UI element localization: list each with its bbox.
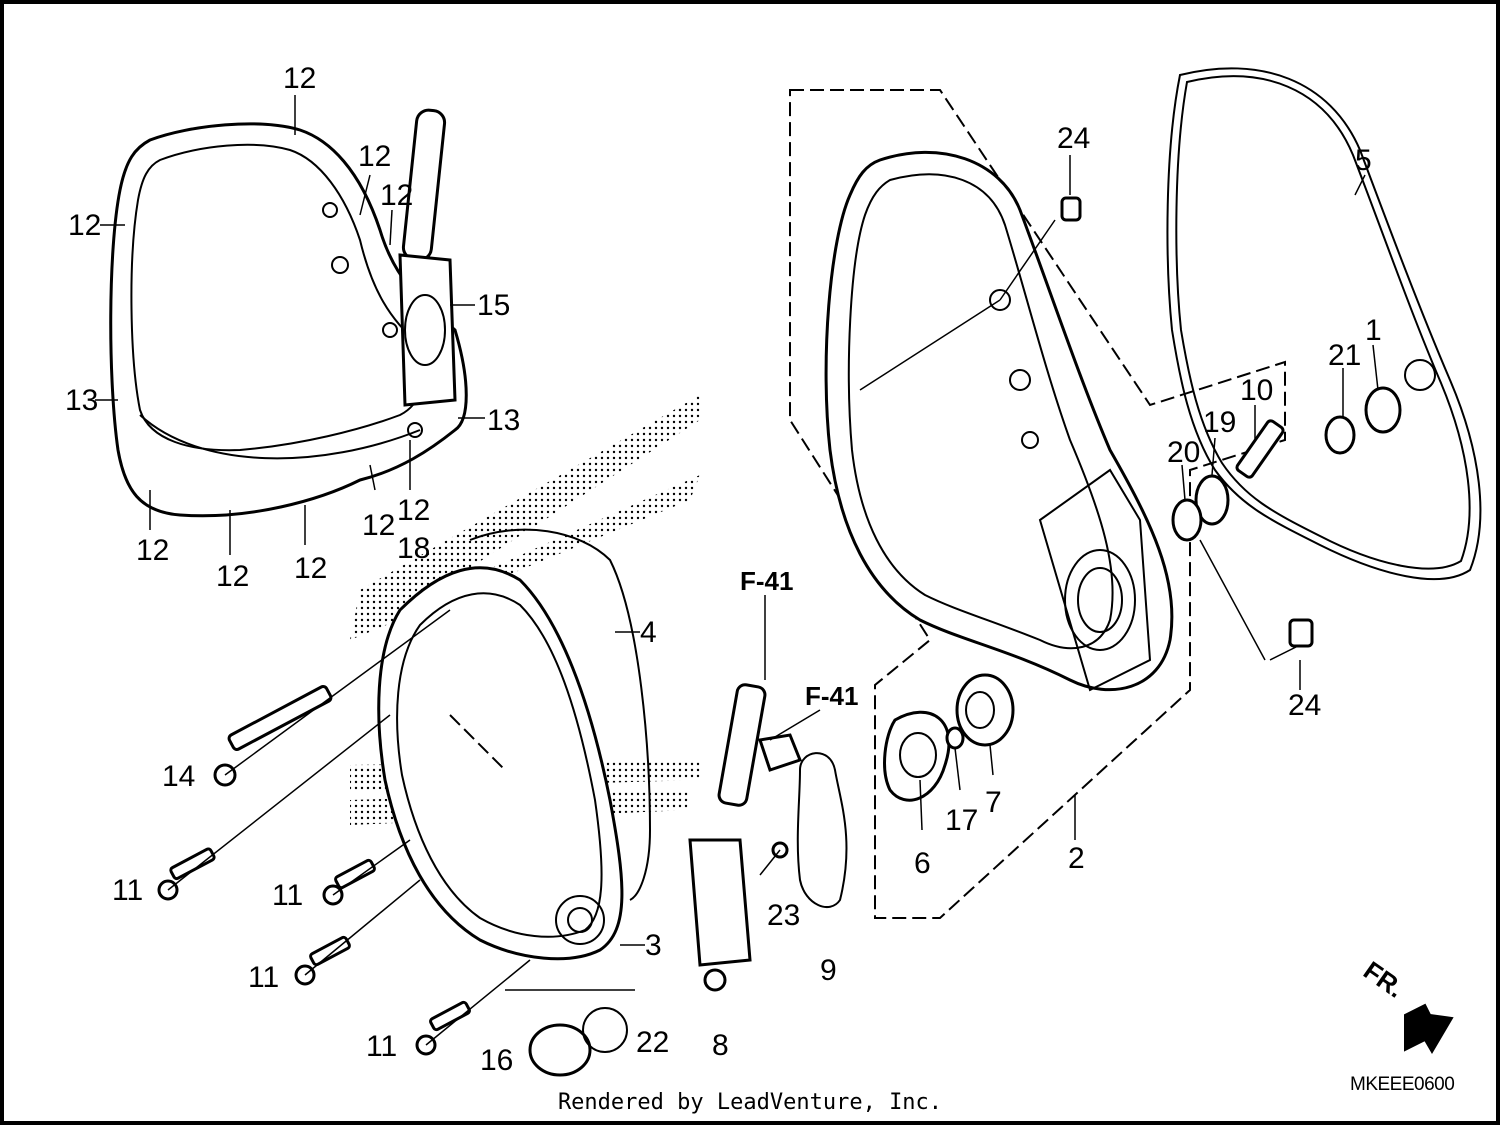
reference-label-f41-right[interactable]: F-41 [805,681,858,711]
callout-12[interactable]: 12 [380,179,413,212]
water-pipe-assembly [688,595,848,992]
callout-12[interactable]: 12 [397,494,430,527]
callout-17[interactable]: 17 [945,804,978,837]
callout-24[interactable]: 24 [1288,689,1321,722]
callout-13[interactable]: 13 [65,384,98,417]
callout-7[interactable]: 7 [985,786,1002,819]
callout-11[interactable]: 11 [366,1030,397,1063]
callout-12[interactable]: 12 [283,62,316,95]
front-direction-label: FR. [1358,955,1410,1004]
callout-11[interactable]: 11 [112,874,143,907]
callout-20[interactable]: 20 [1167,436,1200,469]
callout-22[interactable]: 22 [636,1026,669,1059]
callout-13[interactable]: 13 [487,404,520,437]
callout-15[interactable]: 15 [477,289,510,322]
callout-12[interactable]: 12 [358,140,391,173]
callout-8[interactable]: 8 [712,1029,729,1062]
callout-18[interactable]: 18 [397,532,430,565]
callout-12[interactable]: 12 [294,552,327,585]
callout-14[interactable]: 14 [162,760,195,793]
callout-12[interactable]: 12 [68,209,101,242]
callout-12[interactable]: 12 [136,534,169,567]
front-direction-arrow [1404,1003,1454,1054]
leaders-top-left [95,95,485,555]
callout-11[interactable]: 11 [272,879,303,912]
reference-label-f41-top[interactable]: F-41 [740,566,793,596]
callout-1[interactable]: 1 [1365,314,1382,347]
callout-9[interactable]: 9 [820,954,837,987]
callout-19[interactable]: 19 [1203,406,1236,439]
callout-labels: 12 12 12 12 12 12 12 12 12 13 13 15 18 4… [65,62,1382,1077]
callout-5[interactable]: 5 [1355,144,1372,177]
callout-21[interactable]: 21 [1328,339,1361,372]
diagram-code: MKEEE0600 [1350,1074,1455,1095]
callout-4[interactable]: 4 [640,616,657,649]
right-crankcase-cover-top [109,108,468,518]
callout-6[interactable]: 6 [914,847,931,880]
callout-16[interactable]: 16 [480,1044,513,1077]
callout-12[interactable]: 12 [362,509,395,542]
callout-10[interactable]: 10 [1240,374,1273,407]
callout-2[interactable]: 2 [1068,842,1085,875]
callout-3[interactable]: 3 [645,929,662,962]
right-cover-assembly [789,67,1482,919]
render-credit: Rendered by LeadVenture, Inc. [557,1090,943,1115]
callout-23[interactable]: 23 [767,899,800,932]
callout-24[interactable]: 24 [1057,122,1090,155]
clutch-cover-assembly [157,395,700,1077]
callout-11[interactable]: 11 [248,961,279,994]
callout-12[interactable]: 12 [216,560,249,593]
